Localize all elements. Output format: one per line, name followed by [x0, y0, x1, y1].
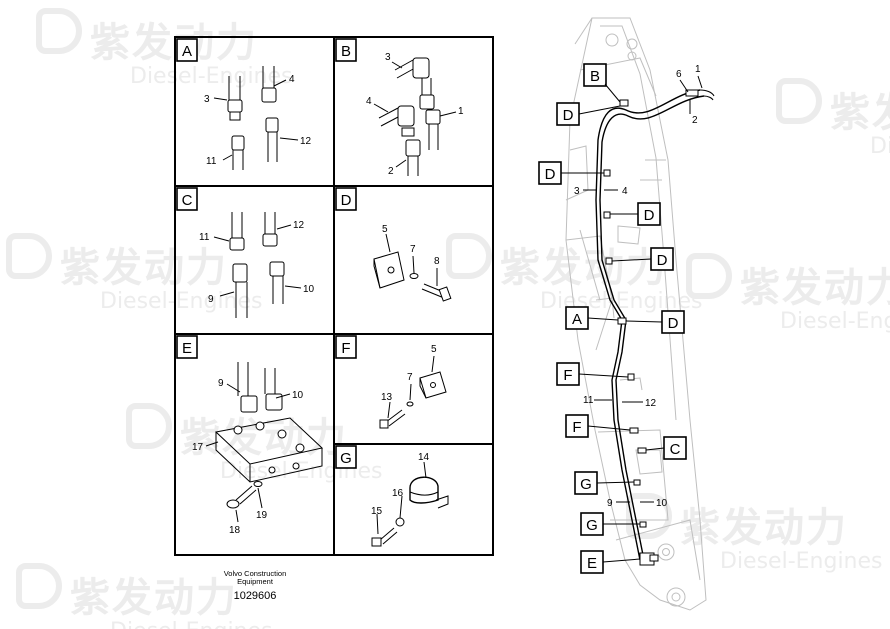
boom-label-d-3: D — [610, 202, 661, 226]
svg-text:10: 10 — [292, 390, 304, 401]
svg-text:E: E — [182, 340, 192, 357]
hose-route — [595, 89, 715, 566]
svg-text:5: 5 — [431, 344, 437, 355]
panel-e-drawing: 9 10 17 18 19 — [192, 362, 324, 536]
svg-text:G: G — [586, 517, 598, 534]
boom-label-b: B — [583, 63, 621, 103]
panel-g-label: G — [335, 445, 357, 469]
svg-text:9: 9 — [607, 498, 613, 509]
boom-label-g-2: G — [580, 512, 640, 536]
svg-text:3: 3 — [574, 186, 580, 197]
panel-f-drawing: 5 7 13 — [379, 344, 447, 429]
svg-text:13: 13 — [381, 392, 393, 403]
svg-text:A: A — [182, 43, 192, 60]
part-number: 1029606 — [234, 590, 277, 602]
svg-text:C: C — [182, 192, 193, 209]
svg-text:G: G — [580, 476, 592, 493]
svg-text:B: B — [341, 43, 351, 60]
manufacturer-line2: Equipment — [237, 577, 274, 586]
panel-d-label: D — [335, 187, 357, 211]
svg-text:5: 5 — [382, 224, 388, 235]
svg-text:D: D — [644, 207, 655, 224]
panel-c-label: C — [176, 187, 198, 211]
svg-text:1: 1 — [458, 106, 464, 117]
svg-text:11: 11 — [199, 232, 210, 243]
panel-a-label: A — [176, 38, 198, 62]
svg-text:10: 10 — [303, 284, 315, 295]
svg-text:9: 9 — [208, 294, 214, 305]
svg-text:8: 8 — [434, 256, 440, 267]
svg-text:1: 1 — [695, 64, 701, 75]
svg-text:4: 4 — [289, 74, 295, 85]
svg-text:D: D — [545, 166, 556, 183]
svg-text:E: E — [587, 555, 597, 572]
svg-text:17: 17 — [192, 442, 204, 453]
svg-text:F: F — [572, 419, 581, 436]
panel-b-drawing: 3 4 1 2 — [366, 52, 464, 177]
panel-e-label: E — [176, 335, 198, 359]
boom-label-f-2: F — [565, 414, 631, 438]
svg-text:4: 4 — [622, 186, 628, 197]
panel-g-drawing: 14 16 15 — [371, 452, 449, 547]
svg-text:15: 15 — [371, 506, 383, 517]
svg-text:12: 12 — [293, 220, 305, 231]
svg-text:D: D — [341, 192, 352, 209]
svg-text:D: D — [563, 107, 574, 124]
svg-text:D: D — [657, 252, 668, 269]
svg-text:A: A — [572, 311, 582, 328]
svg-text:6: 6 — [676, 69, 682, 80]
svg-text:18: 18 — [229, 525, 241, 536]
svg-text:19: 19 — [256, 510, 268, 521]
boom-label-d-1: D — [556, 102, 621, 126]
svg-text:3: 3 — [385, 52, 391, 63]
svg-text:12: 12 — [645, 398, 657, 409]
svg-text:G: G — [340, 450, 352, 467]
svg-text:2: 2 — [692, 115, 698, 126]
manufacturer-line1: Volvo Construction — [224, 569, 287, 578]
boom-label-d-2: D — [538, 161, 604, 185]
svg-text:11: 11 — [206, 156, 217, 167]
svg-text:C: C — [670, 441, 681, 458]
panel-a-drawing: 3 4 12 11 — [204, 66, 312, 170]
boom-label-a: A — [565, 306, 619, 330]
boom-label-d-5: D — [625, 310, 685, 334]
boom-label-g-1: G — [574, 471, 635, 495]
svg-text:F: F — [563, 367, 572, 384]
panel-d-drawing: 5 7 8 — [373, 224, 452, 302]
svg-text:9: 9 — [218, 378, 224, 389]
svg-text:4: 4 — [366, 96, 372, 107]
svg-text:3: 3 — [204, 94, 210, 105]
boom-label-f-1: F — [556, 362, 629, 386]
svg-text:14: 14 — [418, 452, 430, 463]
panel-b-label: B — [335, 38, 357, 62]
svg-text:7: 7 — [407, 372, 413, 383]
panel-c-drawing: 11 12 9 10 — [199, 212, 315, 318]
svg-text:7: 7 — [410, 244, 416, 255]
panel-f-label: F — [335, 335, 357, 359]
svg-text:11: 11 — [583, 395, 594, 406]
svg-text:2: 2 — [388, 166, 394, 177]
boom-label-e: E — [580, 550, 641, 574]
svg-text:B: B — [590, 68, 600, 85]
svg-text:16: 16 — [392, 488, 404, 499]
svg-text:D: D — [668, 315, 679, 332]
svg-text:10: 10 — [656, 498, 668, 509]
svg-text:F: F — [341, 340, 350, 357]
boom-label-d-4: D — [611, 247, 674, 271]
boom-callouts: 6 1 2 3 4 11 12 9 10 — [574, 64, 703, 509]
svg-text:12: 12 — [300, 136, 312, 147]
boom-label-c: C — [645, 436, 687, 460]
